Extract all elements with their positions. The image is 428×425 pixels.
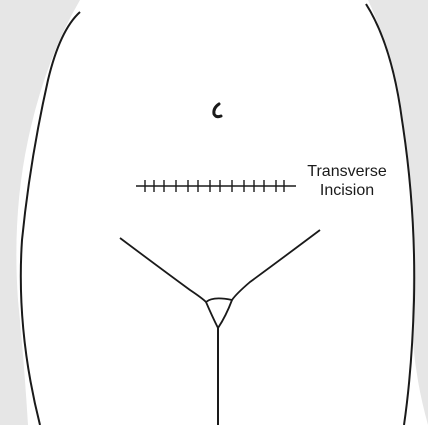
torso-body [16,0,428,425]
incision-label-line1: Transverse [302,163,392,181]
incision-label-line2: Incision [302,182,392,200]
